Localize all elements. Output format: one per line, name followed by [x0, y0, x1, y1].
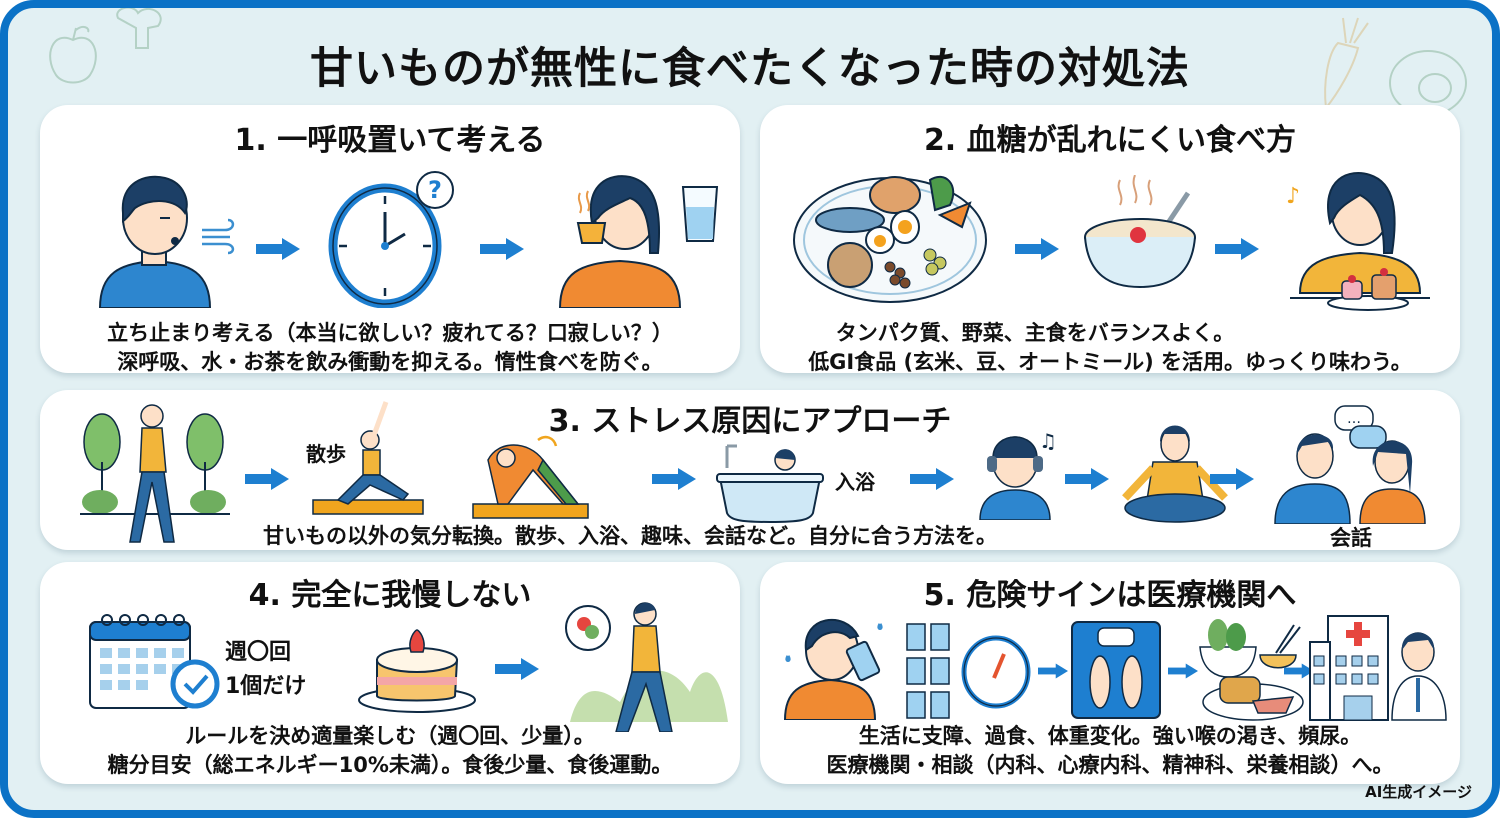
- arrow-right-icon: [245, 468, 289, 490]
- description-line: 深呼吸、水・お茶を飲み衝動を抑える。惰性食べを防ぐ。: [117, 350, 663, 374]
- description-line: 立ち止まり考える（本当に欲しい？疲れてる？口寂しい？）: [107, 321, 673, 345]
- gauge-icon: [961, 635, 1031, 709]
- oatmeal-bowl-icon: [1084, 175, 1196, 289]
- talk-label: 会話: [1330, 526, 1372, 550]
- arrow-right-icon: [480, 238, 524, 260]
- panel-description: 甘いもの以外の気分転換。散歩、入浴、趣味、会話など。自分に合う方法を。: [263, 524, 997, 548]
- panel-warning-signs-medical: 5. 危険サインは医療機関へ: [760, 562, 1460, 784]
- page-title: 甘いものが無性に食べたくなった時の対処法: [310, 44, 1190, 94]
- arrow-right-icon: [1215, 238, 1259, 260]
- arrow-right-icon: [495, 658, 539, 680]
- panel-title: 2. 血糖が乱れにくい食べ方: [923, 123, 1297, 158]
- clock-icon: ?: [328, 171, 454, 308]
- panel-title: 1. 一呼吸置いて考える: [234, 123, 546, 158]
- bathtub-icon: [716, 444, 824, 524]
- arrow-right-icon: [1015, 238, 1059, 260]
- stretching-pose-icon: [472, 435, 589, 519]
- description-line: ルールを決め適量楽しむ（週〇回、少量）。: [185, 724, 595, 748]
- panel-title: 3. ストレス原因にアプローチ: [548, 404, 952, 439]
- panel-stable-blood-sugar: 2. 血糖が乱れにくい食べ方: [760, 105, 1460, 374]
- apple-doodle-icon: [49, 25, 97, 84]
- person-headphones-icon: ♫: [979, 429, 1057, 520]
- rule-label-line2: 1個だけ: [225, 674, 307, 699]
- panel-description: タンパク質、野菜、主食をバランスよく。 低GI食品 (玄米、豆、オートミール) …: [760, 319, 1460, 377]
- ai-generated-label: AI生成イメージ: [1365, 783, 1472, 801]
- svg-text:…: …: [1347, 411, 1361, 427]
- description-line: タンパク質、野菜、主食をバランスよく。: [835, 321, 1235, 345]
- svg-text:♫: ♫: [1039, 429, 1057, 453]
- rule-label-line1: 週〇回: [225, 640, 292, 665]
- panel-description: 立ち止まり考える（本当に欲しい？疲れてる？口寂しい？） 深呼吸、水・お茶を飲み衝…: [40, 319, 740, 377]
- description-line: 低GI食品 (玄米、豆、オートミール) を活用。ゆっくり味わう。: [808, 350, 1412, 374]
- conversation-icon: …: [1274, 405, 1426, 524]
- panel-dont-fully-restrict: 4. 完全に我慢しない 週〇回 1個だけ: [40, 562, 740, 784]
- arrow-right-icon: [652, 468, 696, 490]
- arrow-right-icon: [1284, 663, 1314, 679]
- panel-pause-and-think: 1. 一呼吸置いて考える ?: [40, 105, 740, 374]
- arrow-right-icon: [1038, 663, 1068, 679]
- bath-label: 入浴: [835, 470, 875, 494]
- person-drinking-tea-icon: [558, 175, 682, 308]
- arrow-right-icon: [1168, 663, 1198, 679]
- overeating-food-icon: [1199, 619, 1304, 721]
- person-walking-trees-icon: [80, 404, 230, 543]
- panel-description: ルールを決め適量楽しむ（週〇回、少量）。 糖分目安（総エネルギー10%未満）。食…: [40, 722, 740, 780]
- description-line: 医療機関・相談（内科、心療内科、精神科、栄養相談）へ。: [826, 753, 1394, 777]
- calendar-check-icon: [89, 614, 220, 709]
- panel-description: 生活に支障、過食、体重変化。強い喉の渇き、頻尿。 医療機関・相談（内科、心療内科…: [760, 722, 1460, 780]
- person-exhaling-icon: [98, 175, 212, 308]
- bathroom-scale-icon: [1071, 621, 1161, 719]
- water-glass-icon: [681, 186, 719, 242]
- panel-stress-approach: 3. ストレス原因にアプローチ 散歩: [40, 390, 1460, 550]
- description-line: 糖分目安（総エネルギー10%未満）。食後少量、食後運動。: [107, 753, 673, 777]
- broccoli-doodle-icon: [116, 8, 162, 49]
- balanced-meal-plate-icon: [793, 175, 987, 303]
- panel-title: 4. 完全に我慢しない: [248, 578, 532, 613]
- hospital-doctor-icon: [1309, 615, 1447, 721]
- svg-text:?: ?: [428, 176, 442, 204]
- arrow-right-icon: [1210, 468, 1254, 490]
- arrow-right-icon: [910, 468, 954, 490]
- water-glasses-icon: [906, 623, 950, 719]
- strawberry-cake-icon: [358, 629, 476, 713]
- arrow-right-icon: [256, 238, 300, 260]
- panel-title: 5. 危険サインは医療機関へ: [923, 578, 1297, 613]
- walk-label: 散歩: [306, 442, 346, 466]
- yoga-pose-icon: [312, 401, 424, 515]
- person-drinking-water-icon: [783, 619, 883, 720]
- breath-wind-icon: [202, 218, 235, 255]
- person-savoring-sweets-icon: ♪: [1286, 171, 1430, 311]
- svg-text:♪: ♪: [1286, 184, 1300, 209]
- description-line: 生活に支障、過食、体重変化。強い喉の渇き、頻尿。: [858, 724, 1362, 748]
- person-walking-after-meal-icon: [565, 602, 728, 732]
- arrow-right-icon: [1065, 468, 1109, 490]
